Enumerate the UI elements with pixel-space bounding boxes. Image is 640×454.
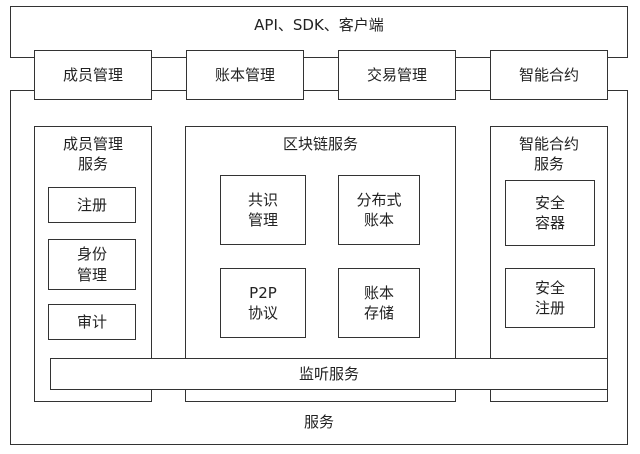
service-label: 服务 xyxy=(303,413,334,431)
secure-registration-box: 安全 注册 xyxy=(505,268,595,328)
tab-label: 交易管理 xyxy=(366,65,427,84)
tab-member-management: 成员管理 xyxy=(34,50,152,100)
contract-service-frame xyxy=(490,126,608,402)
p2p-protocol-label: P2P 协议 xyxy=(247,283,278,322)
listen-service-label: 监听服务 xyxy=(298,364,359,383)
tab-label: 智能合约 xyxy=(518,65,579,84)
distributed-ledger-box: 分布式 账本 xyxy=(338,175,420,245)
tab-transaction-management: 交易管理 xyxy=(338,50,456,100)
blockchain-service-frame xyxy=(185,126,456,402)
audit-box: 审计 xyxy=(48,304,136,340)
secure-container-box: 安全 容器 xyxy=(505,180,595,246)
api-sdk-client-bar: API、SDK、客户端 xyxy=(10,6,628,58)
api-sdk-client-label: API、SDK、客户端 xyxy=(254,16,384,34)
identity-management-box: 身份 管理 xyxy=(48,239,136,290)
distributed-ledger-label: 分布式 账本 xyxy=(356,190,402,229)
ledger-storage-label: 账本 存储 xyxy=(363,283,394,322)
ledger-storage-box: 账本 存储 xyxy=(338,268,420,338)
register-label: 注册 xyxy=(76,195,107,214)
tab-ledger-management: 账本管理 xyxy=(186,50,304,100)
consensus-management-label: 共识 管理 xyxy=(247,190,278,229)
tab-label: 账本管理 xyxy=(214,65,275,84)
tab-smart-contract: 智能合约 xyxy=(490,50,608,100)
blockchain-service-title: 区块链服务 xyxy=(282,135,358,153)
p2p-protocol-box: P2P 协议 xyxy=(220,268,306,338)
identity-management-label: 身份 管理 xyxy=(76,245,107,284)
consensus-management-box: 共识 管理 xyxy=(220,175,306,245)
register-box: 注册 xyxy=(48,187,136,223)
secure-container-label: 安全 容器 xyxy=(534,193,565,232)
tab-label: 成员管理 xyxy=(62,65,123,84)
secure-registration-label: 安全 注册 xyxy=(534,278,565,317)
audit-label: 审计 xyxy=(76,312,107,331)
listen-service-bar: 监听服务 xyxy=(50,358,608,390)
contract-service-title: 智能合约 服务 xyxy=(518,135,579,174)
member-service-title: 成员管理 服务 xyxy=(62,135,123,174)
